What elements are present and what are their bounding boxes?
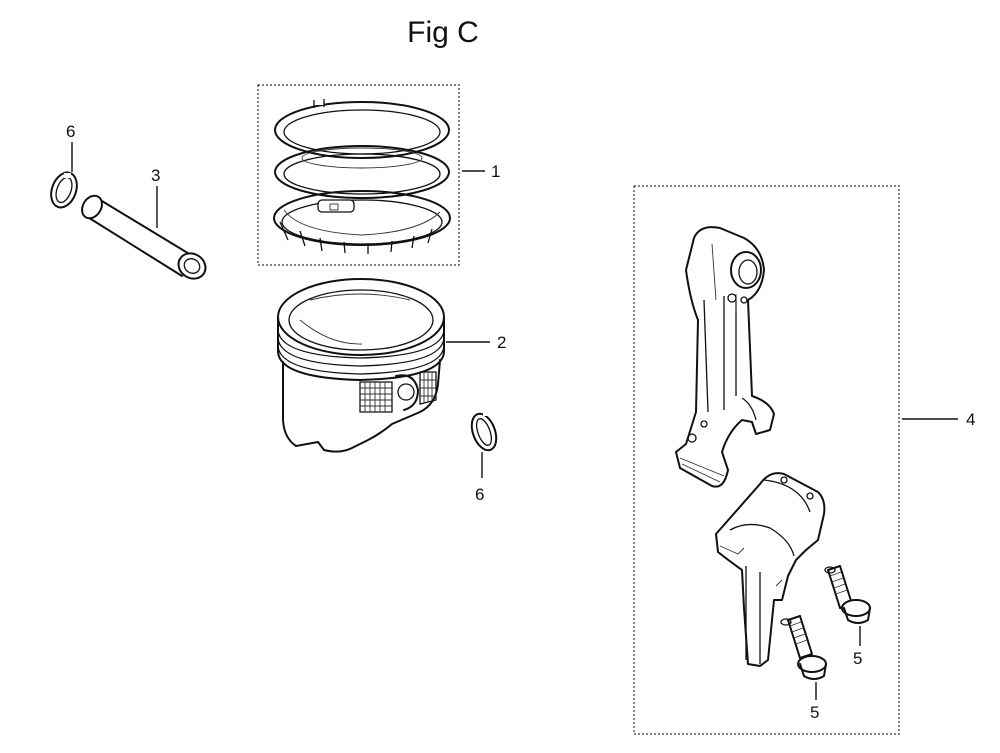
callout-5-right: 5: [853, 649, 862, 668]
ring-set-box: [257, 84, 460, 266]
connecting-rod-assembly[interactable]: [633, 185, 900, 735]
callout-4: 4: [966, 410, 975, 429]
piston[interactable]: [277, 278, 445, 453]
callout-2: 2: [497, 333, 506, 352]
rod-assembly-box: [633, 185, 900, 735]
pin-clip-right[interactable]: [467, 410, 501, 453]
callout-3: 3: [151, 166, 160, 185]
rod-cap: [715, 472, 826, 667]
rod-bolt-left: [780, 615, 827, 680]
pin-clip-left[interactable]: [47, 169, 82, 211]
connecting-rod: [675, 226, 775, 488]
callout-6-right: 6: [475, 485, 484, 504]
piston-ring-set[interactable]: [257, 84, 460, 266]
callout-1: 1: [491, 162, 500, 181]
rod-bolt-right: [824, 565, 871, 624]
figure-title: Fig C: [407, 16, 479, 49]
piston-pin[interactable]: [78, 192, 210, 284]
callout-6-left: 6: [66, 122, 75, 141]
callout-5-left: 5: [810, 703, 819, 722]
